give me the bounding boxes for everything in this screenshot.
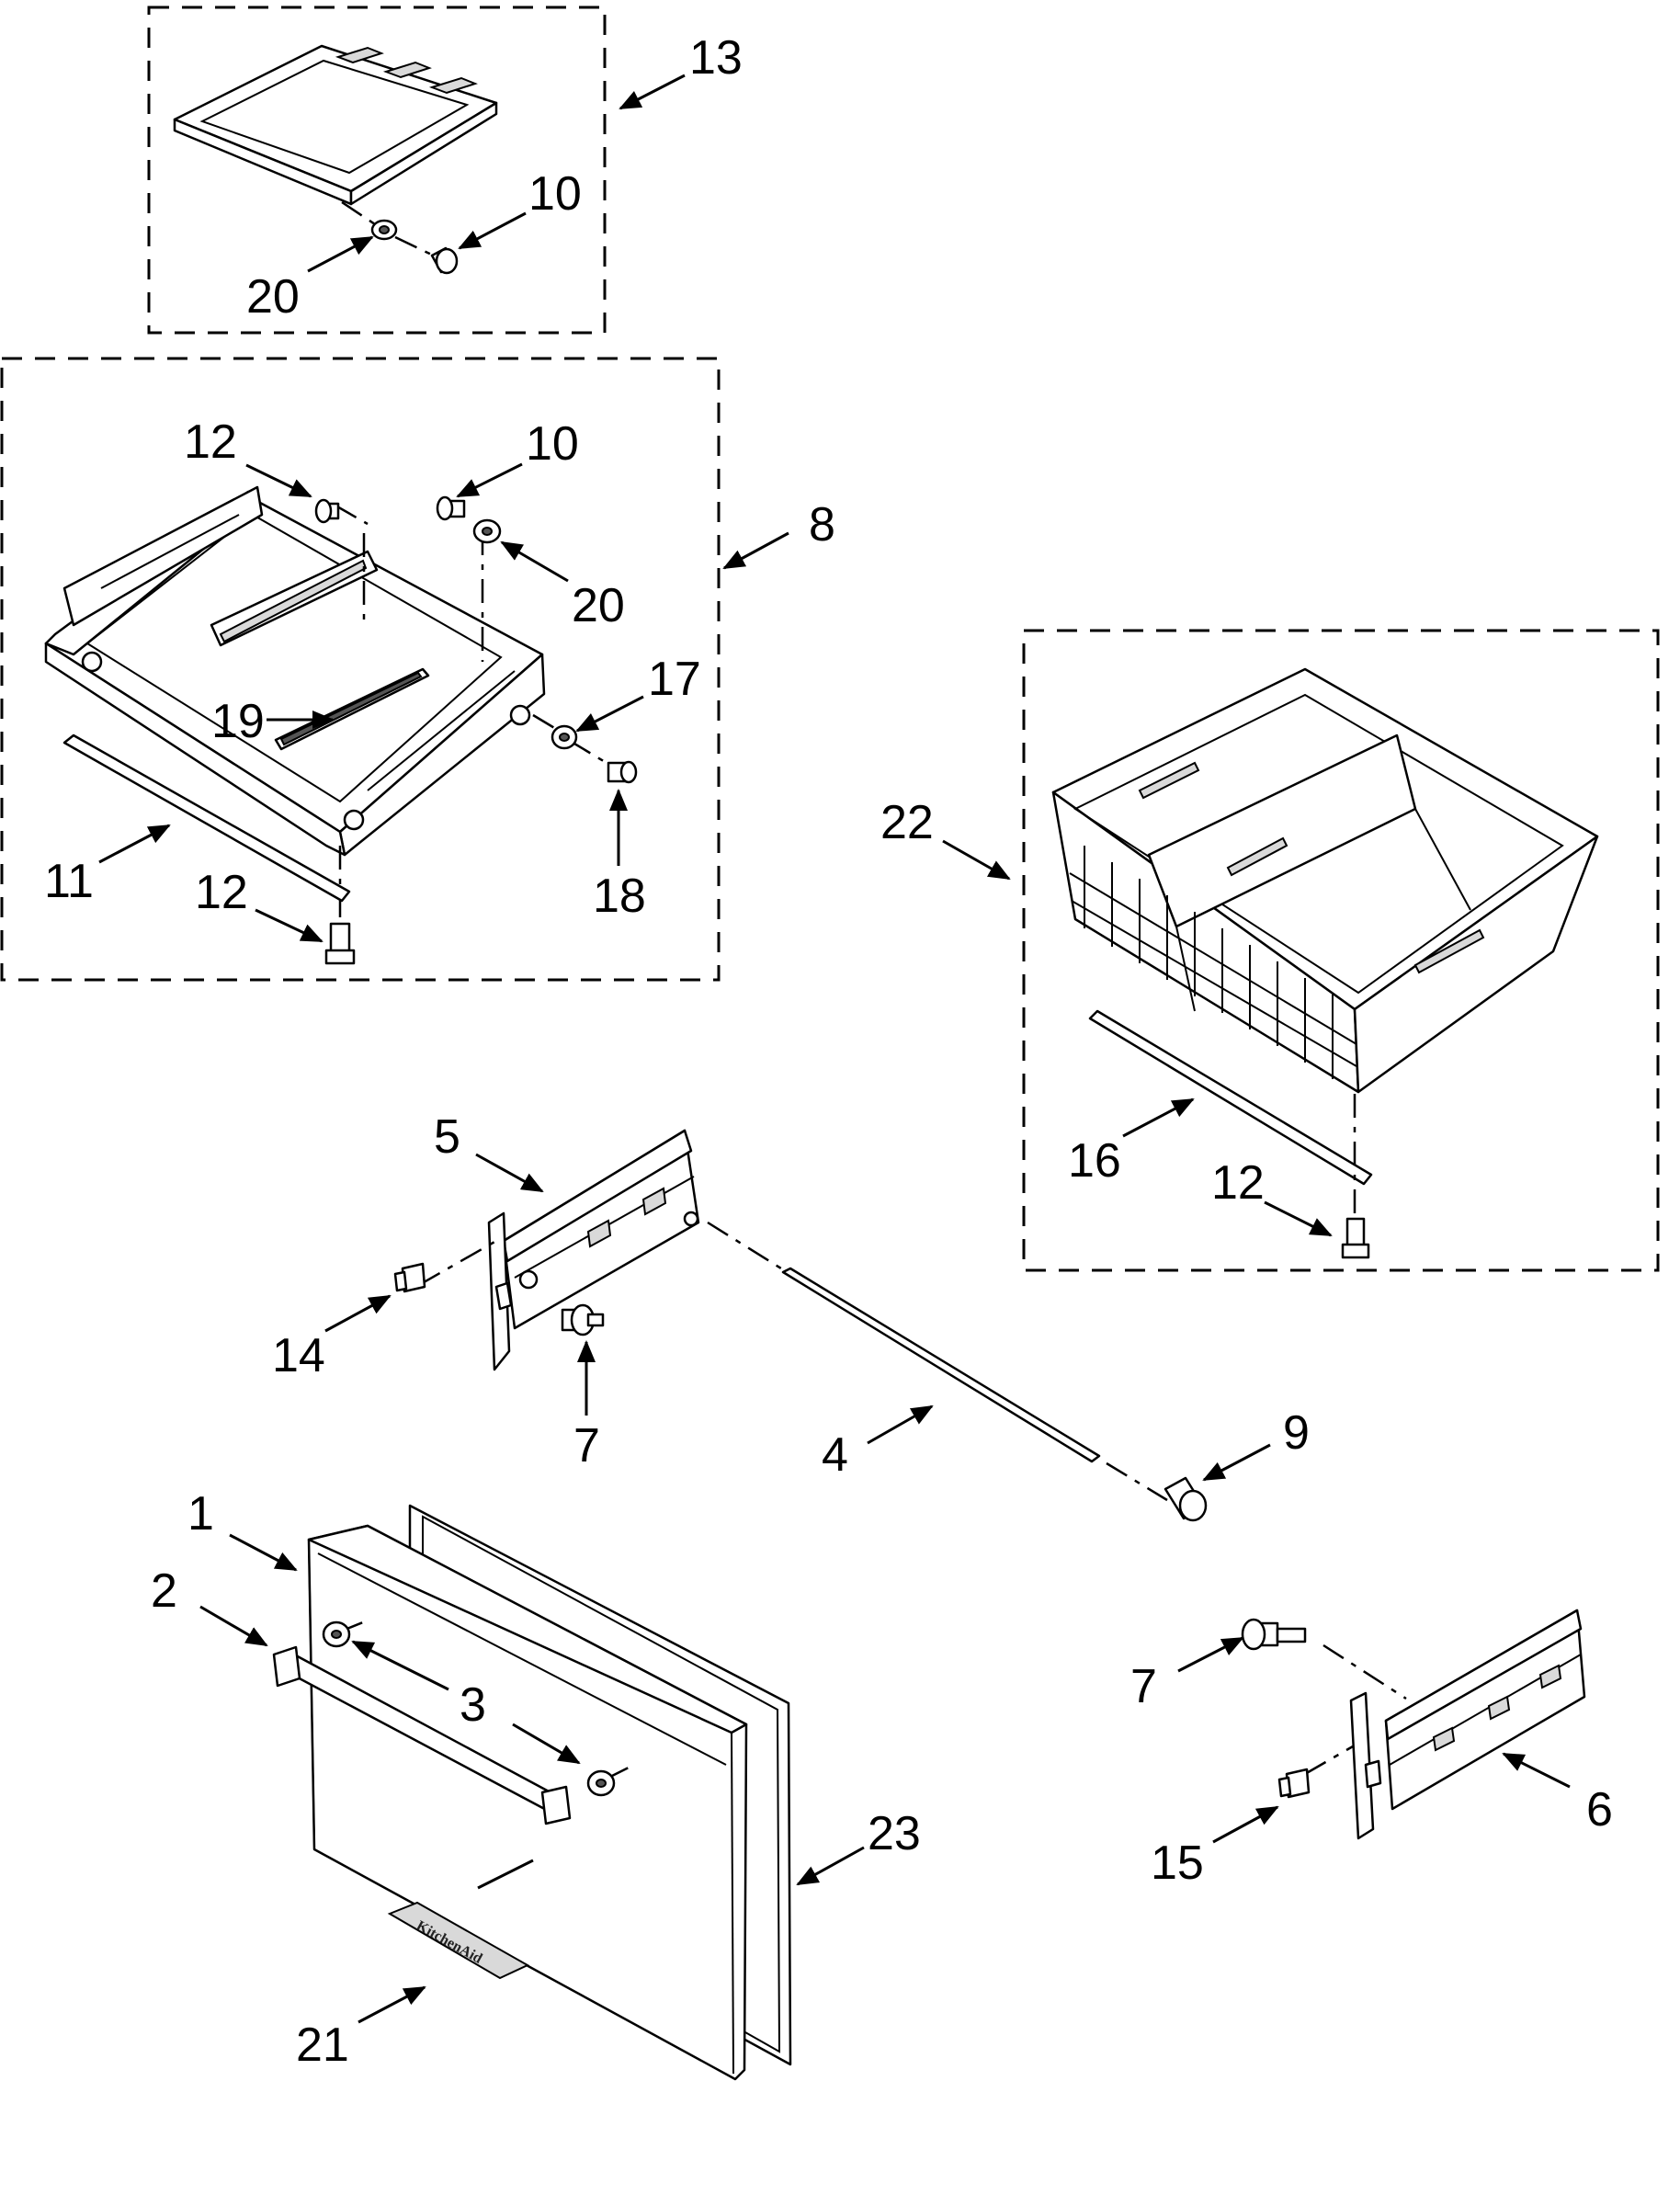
- screw-part-7-right: [1241, 1618, 1307, 1651]
- slide-rail-part-11: [62, 733, 351, 903]
- callout-10: 10: [528, 167, 582, 221]
- callout-1: 1: [187, 1487, 214, 1541]
- callout-13: 13: [689, 31, 743, 85]
- nut-part-20-top: [370, 219, 398, 241]
- leader-12b: [255, 908, 324, 943]
- door-handle-part-2: [272, 1645, 572, 1825]
- callout-20: 20: [246, 270, 300, 324]
- cap-part-9: [1164, 1476, 1208, 1522]
- leader-17: [575, 695, 644, 733]
- group-box-22: [1022, 629, 1660, 1272]
- slide-bracket-left: [487, 1129, 700, 1371]
- callout-21: 21: [296, 2018, 349, 2072]
- axis-line: [707, 1221, 782, 1270]
- door-panel-part-1: [307, 1524, 748, 2081]
- leader-1: [229, 1533, 298, 1572]
- leader-12c: [1264, 1200, 1333, 1237]
- pin-part-18: [607, 760, 638, 784]
- badge-leader: [477, 1859, 534, 1890]
- leader-11: [98, 824, 171, 864]
- leader-14: [324, 1294, 392, 1333]
- screw-part-10-mid: [436, 495, 466, 521]
- callout-4: 4: [822, 1428, 848, 1482]
- leader-13: [619, 74, 686, 110]
- leader-3a: [351, 1640, 449, 1691]
- screw-part-3-upper: [322, 1620, 351, 1648]
- callout-11: 11: [44, 855, 94, 908]
- screw-part-10-top: [430, 246, 459, 275]
- callout-19: 19: [211, 695, 265, 748]
- leader-23: [796, 1846, 865, 1886]
- screw-part-7-left: [561, 1303, 605, 1336]
- callout-7: 7: [1130, 1660, 1157, 1713]
- callout-16: 16: [1068, 1134, 1121, 1188]
- leader-8: [722, 531, 789, 570]
- axis-line: [341, 200, 387, 233]
- axis-line: [418, 1239, 497, 1287]
- slide-rail-part-16: [1088, 1009, 1373, 1186]
- callout-12: 12: [184, 415, 237, 469]
- leader-4: [867, 1404, 934, 1445]
- axis-line: [394, 235, 442, 261]
- leader-5: [475, 1153, 544, 1193]
- callout-2: 2: [151, 1564, 177, 1618]
- leader-10a: [458, 211, 527, 250]
- callout-10: 10: [526, 417, 579, 471]
- callout-20: 20: [572, 579, 625, 632]
- leader-3b: [512, 1723, 581, 1765]
- drawer-frame: [44, 485, 546, 857]
- axis-line: [335, 504, 369, 526]
- group-box-13: [147, 6, 607, 335]
- group-box-8: [0, 357, 721, 982]
- leader-6: [1502, 1752, 1571, 1789]
- rod-part-4: [781, 1267, 1101, 1463]
- leader-10b: [456, 462, 523, 498]
- callout-12: 12: [195, 866, 248, 919]
- leader-9: [1202, 1443, 1271, 1482]
- axis-line: [1304, 1745, 1354, 1776]
- leader-7b: [1177, 1636, 1244, 1673]
- axis-line: [532, 713, 562, 733]
- freezer-basket: [1051, 667, 1599, 1094]
- clip-part-14: [393, 1262, 426, 1293]
- leader-12a: [245, 463, 312, 498]
- axis-line: [1106, 1461, 1168, 1502]
- callout-15: 15: [1151, 1836, 1204, 1890]
- screw-part-12-upper: [314, 498, 340, 524]
- callout-5: 5: [434, 1110, 460, 1164]
- callout-8: 8: [809, 498, 835, 552]
- clip-part-15: [1277, 1768, 1311, 1799]
- callout-labels: 13 10 20 12 10 8 20 17 19 11 12 18 22 16…: [44, 31, 1613, 2072]
- leader-20b: [500, 540, 569, 583]
- screw-part-3-lower: [586, 1769, 616, 1797]
- callout-14: 14: [272, 1329, 325, 1382]
- nut-part-20-mid: [472, 518, 502, 544]
- axis-line: [1322, 1643, 1407, 1700]
- screw-part-12-basket: [1341, 1217, 1370, 1259]
- callout-3: 3: [460, 1678, 486, 1732]
- leader-2: [199, 1605, 268, 1647]
- leader-22: [942, 839, 1011, 881]
- leader-arrows: [98, 74, 1571, 2024]
- callout-12: 12: [1211, 1156, 1265, 1210]
- shelf-frame: [173, 44, 498, 206]
- slide-bracket-right: [1349, 1609, 1586, 1840]
- callout-17: 17: [648, 653, 701, 706]
- callout-6: 6: [1586, 1783, 1613, 1836]
- callout-18: 18: [593, 870, 646, 923]
- basket-grid: [1069, 846, 1357, 1079]
- leader-16: [1122, 1097, 1195, 1138]
- callout-9: 9: [1283, 1406, 1310, 1460]
- leader-21: [358, 1985, 426, 2024]
- leader-20a: [307, 235, 374, 273]
- callout-7: 7: [573, 1419, 600, 1473]
- callout-23: 23: [868, 1807, 921, 1860]
- leader-15: [1212, 1805, 1279, 1844]
- screw-part-12-lower: [324, 922, 356, 965]
- callout-22: 22: [880, 796, 934, 849]
- axis-line: [569, 739, 617, 770]
- washer-part-17: [551, 724, 578, 750]
